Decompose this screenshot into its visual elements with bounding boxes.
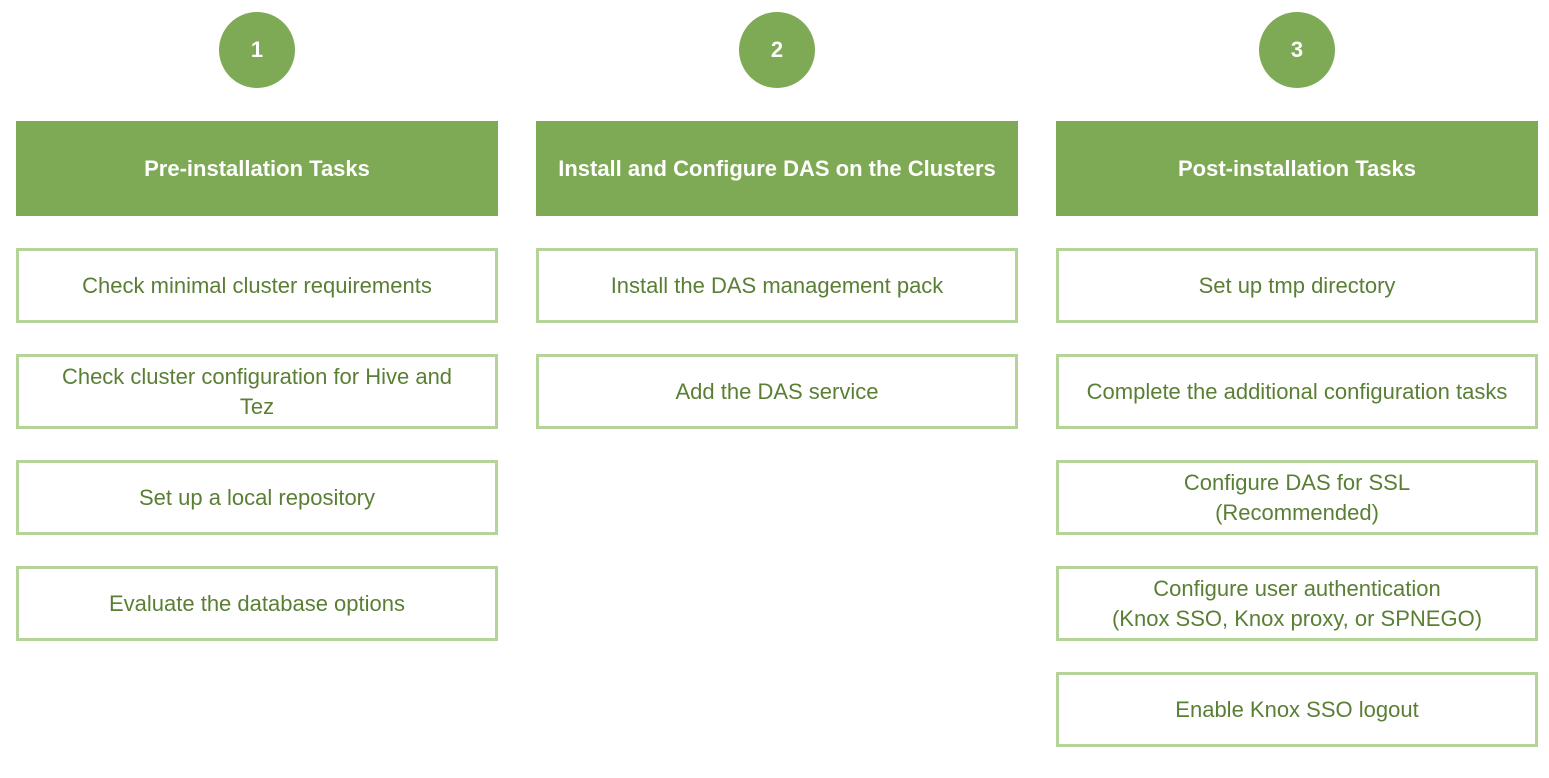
task-box: Check cluster configuration for Hive and…	[16, 354, 498, 429]
task-box: Set up a local repository	[16, 460, 498, 535]
phase-header: Post-installation Tasks	[1056, 121, 1538, 216]
phase-column-pre-installation: 1 Pre-installation Tasks Check minimal c…	[16, 0, 498, 764]
task-box: Enable Knox SSO logout	[1056, 672, 1538, 747]
step-number-circle: 1	[219, 12, 295, 88]
task-list: Install the DAS management pack Add the …	[536, 248, 1018, 460]
task-box: Complete the additional configuration ta…	[1056, 354, 1538, 429]
task-box: Install the DAS management pack	[536, 248, 1018, 323]
step-number-circle: 2	[739, 12, 815, 88]
phase-column-install-configure: 2 Install and Configure DAS on the Clust…	[536, 0, 1018, 764]
step-number-circle: 3	[1259, 12, 1335, 88]
phase-header: Pre-installation Tasks	[16, 121, 498, 216]
task-box: Check minimal cluster requirements	[16, 248, 498, 323]
phase-column-post-installation: 3 Post-installation Tasks Set up tmp dir…	[1056, 0, 1538, 764]
task-box: Configure user authentication (Knox SSO,…	[1056, 566, 1538, 641]
task-box: Add the DAS service	[536, 354, 1018, 429]
task-list: Check minimal cluster requirements Check…	[16, 248, 498, 672]
task-box: Set up tmp directory	[1056, 248, 1538, 323]
phase-header: Install and Configure DAS on the Cluster…	[536, 121, 1018, 216]
task-box: Evaluate the database options	[16, 566, 498, 641]
task-box: Configure DAS for SSL (Recommended)	[1056, 460, 1538, 535]
task-list: Set up tmp directory Complete the additi…	[1056, 248, 1538, 778]
